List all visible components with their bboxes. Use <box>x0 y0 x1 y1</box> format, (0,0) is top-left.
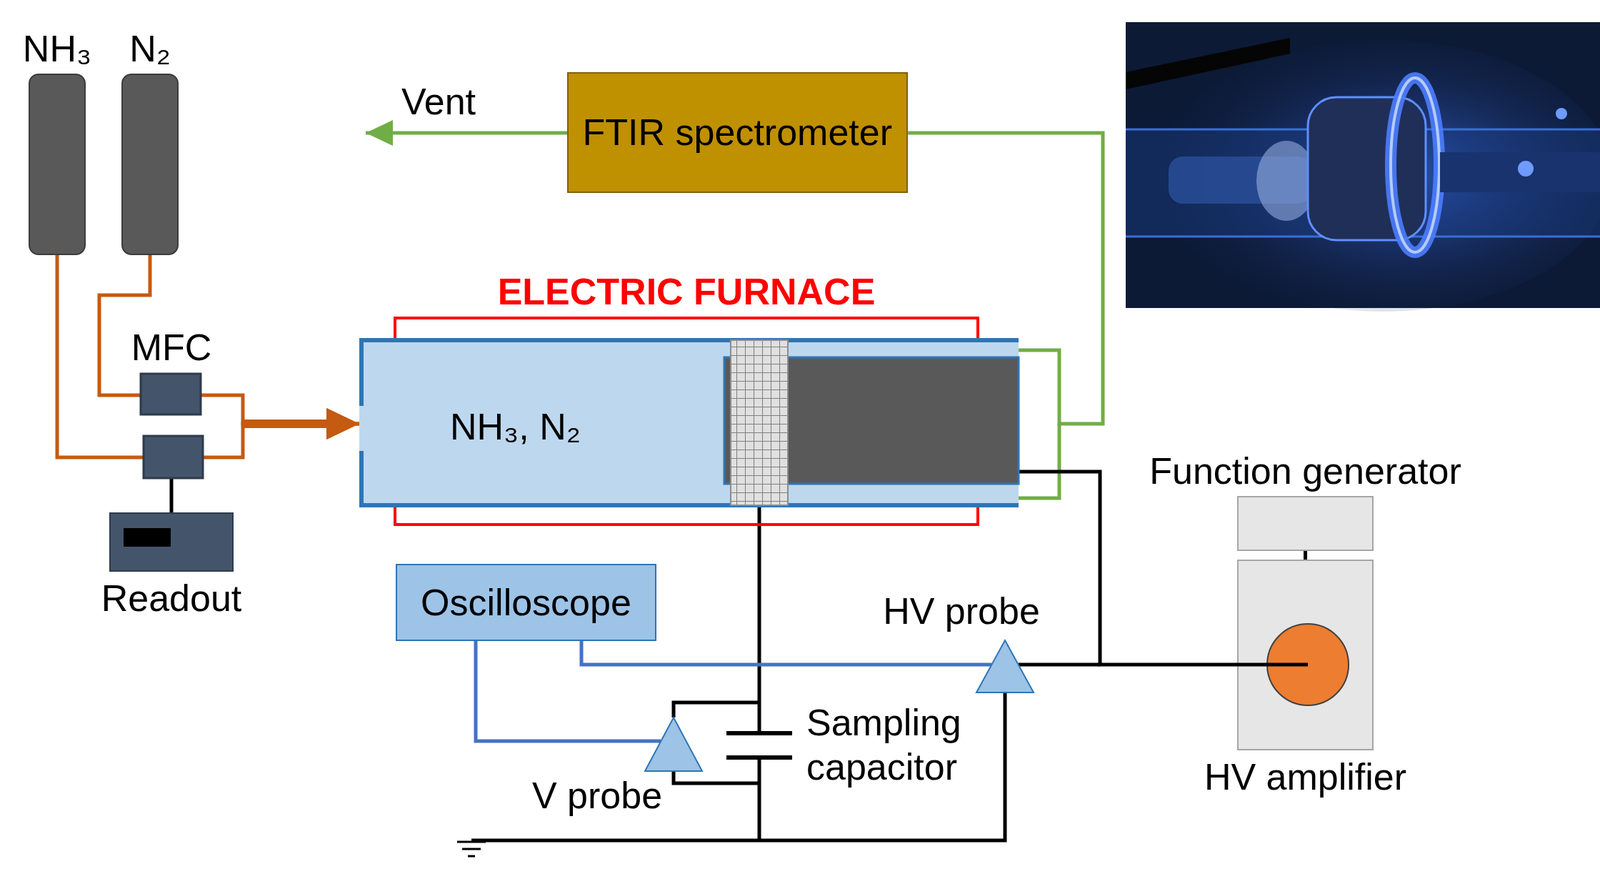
amplifier-box: HV amplifier <box>1237 559 1374 750</box>
readout-box: Readout <box>109 512 234 572</box>
display-window <box>123 527 171 547</box>
analyzer-box: FTIR spectrometer <box>567 72 908 193</box>
vent-arrow <box>365 131 568 135</box>
reactor-tube-text: NH₃, N₂ <box>450 404 581 449</box>
plasma-photo <box>1125 22 1600 312</box>
mfc-box <box>143 435 203 478</box>
photo-ring <box>1390 77 1440 253</box>
probe-symbol <box>645 717 703 771</box>
tube-gas <box>359 337 1019 508</box>
amp-art <box>1238 560 1373 749</box>
readout-art <box>110 513 233 570</box>
scope-cable <box>581 640 992 665</box>
probe-symbol <box>976 640 1034 693</box>
tube-wall <box>359 337 1019 508</box>
electrode-lead <box>757 507 762 733</box>
probe-label: V probe <box>532 772 663 818</box>
ground-wire <box>757 757 762 840</box>
generator-box-text: Function generator <box>1149 448 1462 493</box>
mfc-label: MFC <box>131 325 213 370</box>
signal-wire <box>170 477 174 513</box>
hv-wire <box>1018 471 1238 665</box>
photo-glow <box>1154 40 1600 312</box>
generator-box: Function generator <box>1237 495 1374 551</box>
photo-rod <box>1440 152 1600 193</box>
mesh-electrode <box>730 340 788 505</box>
capacitor-label: Sampling capacitor <box>806 700 993 790</box>
photo-ring <box>1390 77 1440 253</box>
probe-label: HV probe <box>882 588 1040 633</box>
photo-spot <box>1555 107 1568 120</box>
probe-wire <box>673 702 760 718</box>
ground-wire <box>471 692 1005 840</box>
ground-symbol <box>457 841 486 856</box>
oscilloscope-box-text: Oscilloscope <box>420 580 632 625</box>
photo-strip <box>1125 37 1290 90</box>
amplifier-box-text: HV amplifier <box>1204 754 1407 799</box>
probe-wire <box>673 770 760 783</box>
furnace-outline-text: ELECTRIC FURNACE <box>497 269 876 314</box>
hv-wire <box>1018 662 1100 667</box>
reactor-tube: NH₃, N₂ <box>359 337 1019 508</box>
mfc-box <box>140 373 201 415</box>
gas-cylinder-text: NH₃ <box>22 26 92 71</box>
gas-line <box>1018 423 1060 498</box>
gas-cylinder: N₂ <box>121 73 179 255</box>
analyzer-box-text: FTIR spectrometer <box>582 110 893 155</box>
vent-label: Vent <box>401 79 476 124</box>
capacitor-plate <box>726 730 793 735</box>
gas-pipe <box>99 255 360 424</box>
photo-spot <box>1517 160 1534 177</box>
oscilloscope-box: Oscilloscope <box>395 563 657 641</box>
gas-pipe <box>57 255 360 458</box>
photo-clamp <box>1307 97 1426 240</box>
signal-wire <box>1303 550 1308 560</box>
scope-cable <box>475 640 661 741</box>
gas-cylinder: NH₃ <box>28 73 86 255</box>
gas-cylinder-text: N₂ <box>129 26 171 71</box>
feed-pipe <box>242 419 330 428</box>
hv-wire <box>1237 662 1308 667</box>
readout-box-text: Readout <box>101 575 243 620</box>
